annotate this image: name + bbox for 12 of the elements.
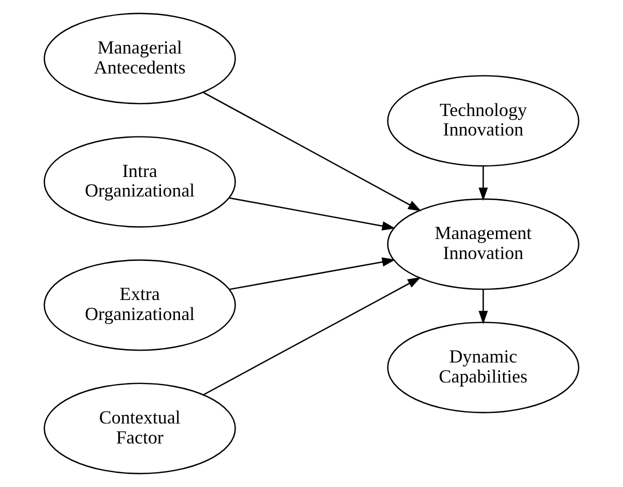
node-ellipse: Extra Organizational [44, 259, 236, 351]
node-ellipse: Technology Innovation [387, 75, 580, 167]
node-ellipse: Intra Organizational [44, 136, 236, 228]
node-ellipse: Contextual Factor [44, 382, 236, 474]
arrow [229, 257, 396, 290]
node-ellipse: Managerial Antecedents [44, 12, 236, 104]
arrow [202, 92, 422, 212]
arrow [478, 289, 488, 324]
arrow [203, 277, 421, 396]
node-ellipse: Dynamic Capabilities [387, 322, 580, 414]
arrow [229, 197, 396, 231]
arrow [478, 166, 488, 201]
